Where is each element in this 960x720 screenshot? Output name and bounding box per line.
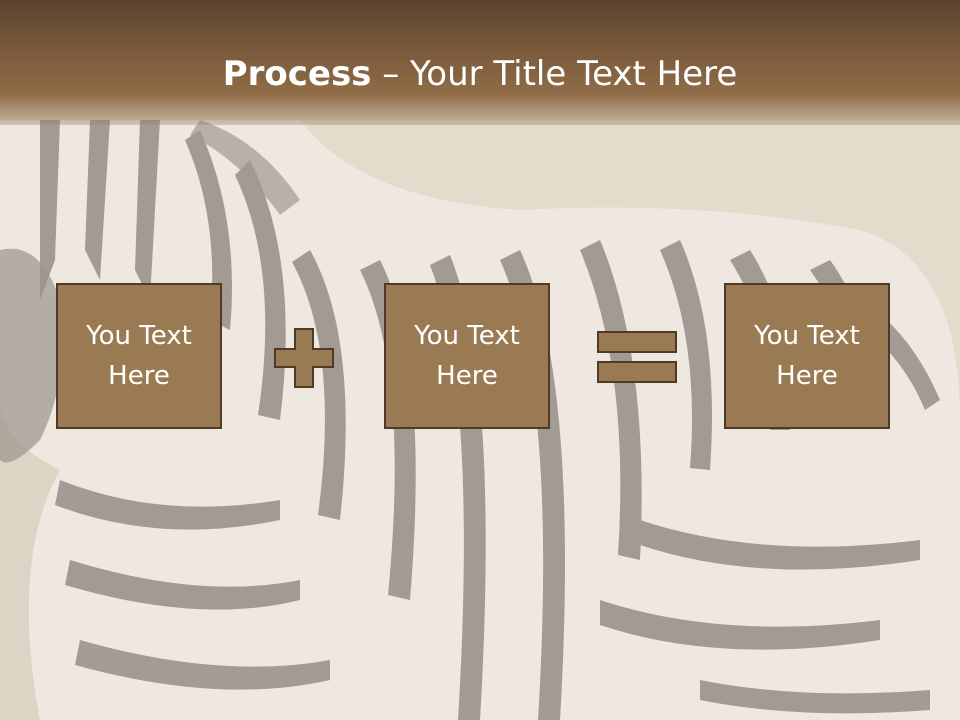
title-bold-part: Process — [222, 54, 372, 94]
text-box-2-label: You Text Here — [414, 321, 520, 391]
plus-icon — [274, 328, 334, 388]
text-box-3[interactable]: You Text Here — [724, 283, 890, 429]
slide-title[interactable]: Process – Your Title Text Here — [0, 52, 960, 96]
equals-icon — [597, 331, 677, 383]
title-rest-part: – Your Title Text Here — [371, 54, 738, 94]
text-box-1-label: You Text Here — [86, 321, 192, 391]
title-bar — [0, 0, 960, 125]
text-box-3-label: You Text Here — [754, 321, 860, 391]
text-box-1[interactable]: You Text Here — [56, 283, 222, 429]
text-box-2[interactable]: You Text Here — [384, 283, 550, 429]
